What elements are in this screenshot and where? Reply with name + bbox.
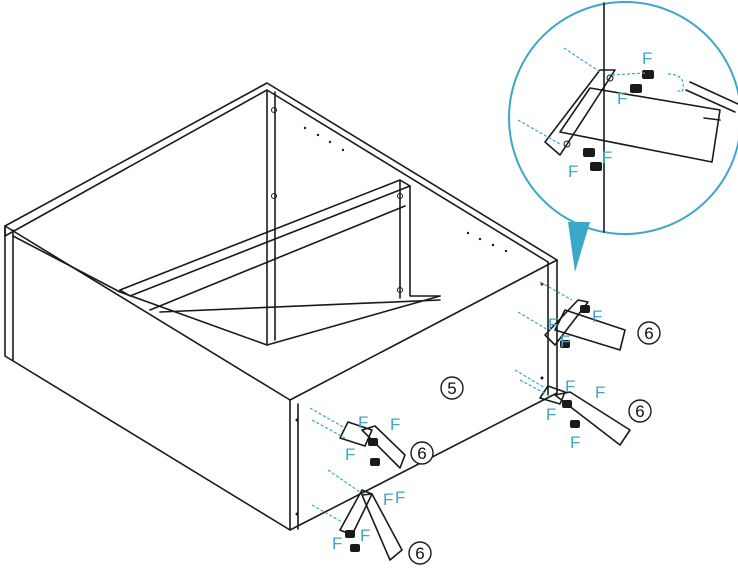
detail-callout xyxy=(508,1,738,272)
svg-text:6: 6 xyxy=(635,402,644,421)
fastener-label: F xyxy=(360,526,370,545)
leg-assembly-left-upper xyxy=(309,407,406,469)
fastener-label: F xyxy=(595,383,605,402)
fastener-label: F xyxy=(560,332,570,351)
part-number-6-mid-right: 6 xyxy=(628,399,652,423)
leg-assembly-mid-right xyxy=(514,369,631,446)
fastener-label: F xyxy=(642,49,652,68)
part-number-6-left-upper: 6 xyxy=(410,441,434,465)
fastener-label: F xyxy=(358,413,368,432)
leg-assembly-left-lower xyxy=(311,469,403,561)
fastener-label: F xyxy=(568,162,578,181)
cabinet-box xyxy=(4,82,558,531)
fastener-label: F xyxy=(390,415,400,434)
callout-pointer xyxy=(568,222,590,272)
fastener-label: F xyxy=(546,405,556,424)
svg-text:6: 6 xyxy=(415,544,424,563)
fastener-label: F xyxy=(383,490,393,509)
fastener-label: F xyxy=(332,534,342,553)
fastener-label: F xyxy=(565,377,575,396)
leg-assembly-top-right xyxy=(517,281,626,351)
fastener-label: F xyxy=(592,307,602,326)
fastener-labels: F F F F F F F F F F F F F F F F F F xyxy=(332,49,652,553)
svg-text:6: 6 xyxy=(644,324,653,343)
part-number-6-top-right: 6 xyxy=(637,321,661,345)
fastener-label: F xyxy=(617,89,627,108)
fastener-label: F xyxy=(602,148,612,167)
svg-text:6: 6 xyxy=(417,444,426,463)
fastener-label: F xyxy=(395,488,405,507)
part-number-6-left-lower: 6 xyxy=(408,541,432,565)
fastener-label: F xyxy=(570,433,580,452)
fastener-label: F xyxy=(548,315,558,334)
part-number-5: 5 xyxy=(440,376,464,400)
fastener-label: F xyxy=(345,445,355,464)
svg-text:5: 5 xyxy=(447,379,456,398)
